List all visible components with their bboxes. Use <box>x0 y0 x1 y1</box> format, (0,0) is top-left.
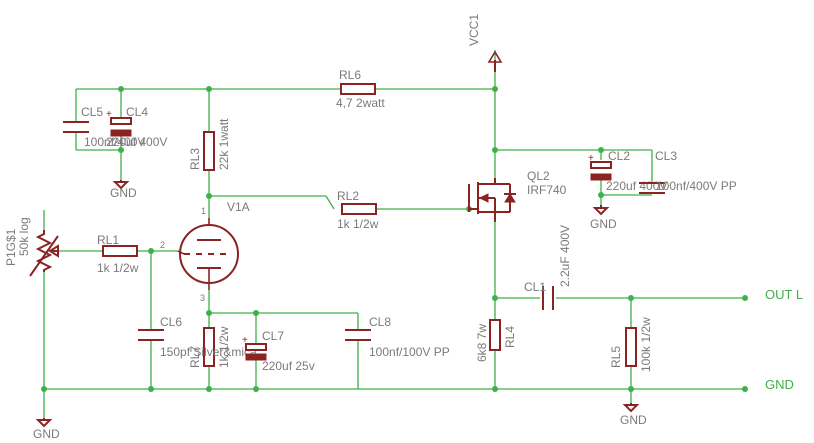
svg-text:+: + <box>106 109 112 120</box>
rl3-name: RL3 <box>188 148 202 170</box>
capacitor-cl8 <box>345 329 371 341</box>
gnd-out-label: GND <box>765 377 794 392</box>
capacitor-cl4: + <box>106 109 132 137</box>
vcc-label: VCC1 <box>467 14 481 46</box>
rl4-value: 6k8 7w <box>475 324 489 362</box>
out-l-label: OUT L <box>765 287 803 302</box>
resistor-rl5 <box>625 327 637 367</box>
capacitor-cl6 <box>138 329 164 341</box>
gnd-label-4: GND <box>620 413 647 427</box>
cl6-name: CL6 <box>160 315 182 329</box>
ql2-value: IRF740 <box>527 183 567 197</box>
resistor-rl7 <box>203 327 215 367</box>
resistor-rl3 <box>203 131 215 171</box>
cl5-name: CL5 <box>81 105 103 119</box>
triode-tube-icon <box>177 218 239 290</box>
ground-icon-4 <box>622 403 640 413</box>
ground-icon-3 <box>35 418 53 428</box>
capacitor-cl2: + <box>588 153 612 181</box>
rl2-value: 1k 1/2w <box>337 217 379 231</box>
cl1-value: 2.2uF 400V <box>558 225 572 287</box>
rl3-value: 22k 1watt <box>217 118 231 170</box>
capacitor-cl3 <box>639 182 665 194</box>
cl6-value: 150pf Silver&mica <box>160 345 257 359</box>
resistor-rl4 <box>489 319 501 351</box>
out-terminal <box>742 295 748 301</box>
capacitor-cl5 <box>63 121 89 133</box>
wires <box>43 50 745 418</box>
cl3-value: 100nf/400V PP <box>656 179 737 193</box>
cl8-value: 100nf/100V PP <box>369 345 450 359</box>
cl5-value: 100nf/400V <box>84 135 145 149</box>
svg-text:+: + <box>242 335 248 346</box>
gnd-label-2: GND <box>590 217 617 231</box>
rl1-name: RL1 <box>97 233 119 247</box>
ql2-name: QL2 <box>527 169 550 183</box>
resistor-rl1 <box>102 245 138 257</box>
ground-icon-2 <box>592 205 610 216</box>
cl3-name: CL3 <box>655 149 677 163</box>
potentiometer-icon <box>29 230 59 277</box>
vcc-arrow-icon <box>487 50 503 72</box>
cl4-value: 220uf 400V <box>106 135 167 149</box>
junctions <box>41 86 634 392</box>
rl4-name: RL4 <box>503 326 517 348</box>
rl1-value: 1k 1/2w <box>97 261 139 275</box>
resistor-rl2 <box>341 203 377 215</box>
rl5-value: 100k 1/2w <box>639 317 653 372</box>
cl8-name: CL8 <box>369 315 391 329</box>
resistor-rl6 <box>340 83 376 95</box>
rl6-value: 4,7 2watt <box>336 96 385 110</box>
cl4-name: CL4 <box>126 105 148 119</box>
rl6-name: RL6 <box>339 68 361 82</box>
cl1-name: CL1 <box>524 280 546 294</box>
v1a-pin2: 2 <box>160 240 165 250</box>
rl7-name: RL7 <box>188 346 202 368</box>
capacitor-cl1 <box>542 286 554 310</box>
cl7-value: 220uf 25v <box>262 359 315 373</box>
cl7-name: CL7 <box>262 329 284 343</box>
v1a-pin1: 1 <box>201 206 206 216</box>
v1a-pin3: 3 <box>200 293 205 303</box>
ground-icon-1 <box>112 180 130 190</box>
gnd-terminal <box>742 386 748 392</box>
pot-value: 50k log <box>17 217 31 256</box>
cl2-name: CL2 <box>608 149 630 163</box>
rl5-name: RL5 <box>609 346 623 368</box>
rl7-value: 1k 1/2w <box>217 326 231 368</box>
rl2-name: RL2 <box>337 189 359 203</box>
gnd-label-1: GND <box>110 186 137 200</box>
gnd-label-3: GND <box>33 427 60 441</box>
pot-name: P1G$1 <box>4 228 18 266</box>
v1a-name: V1A <box>227 200 250 214</box>
mosfet-icon <box>468 178 516 222</box>
capacitor-cl7: + <box>242 335 267 361</box>
svg-text:+: + <box>588 153 594 164</box>
